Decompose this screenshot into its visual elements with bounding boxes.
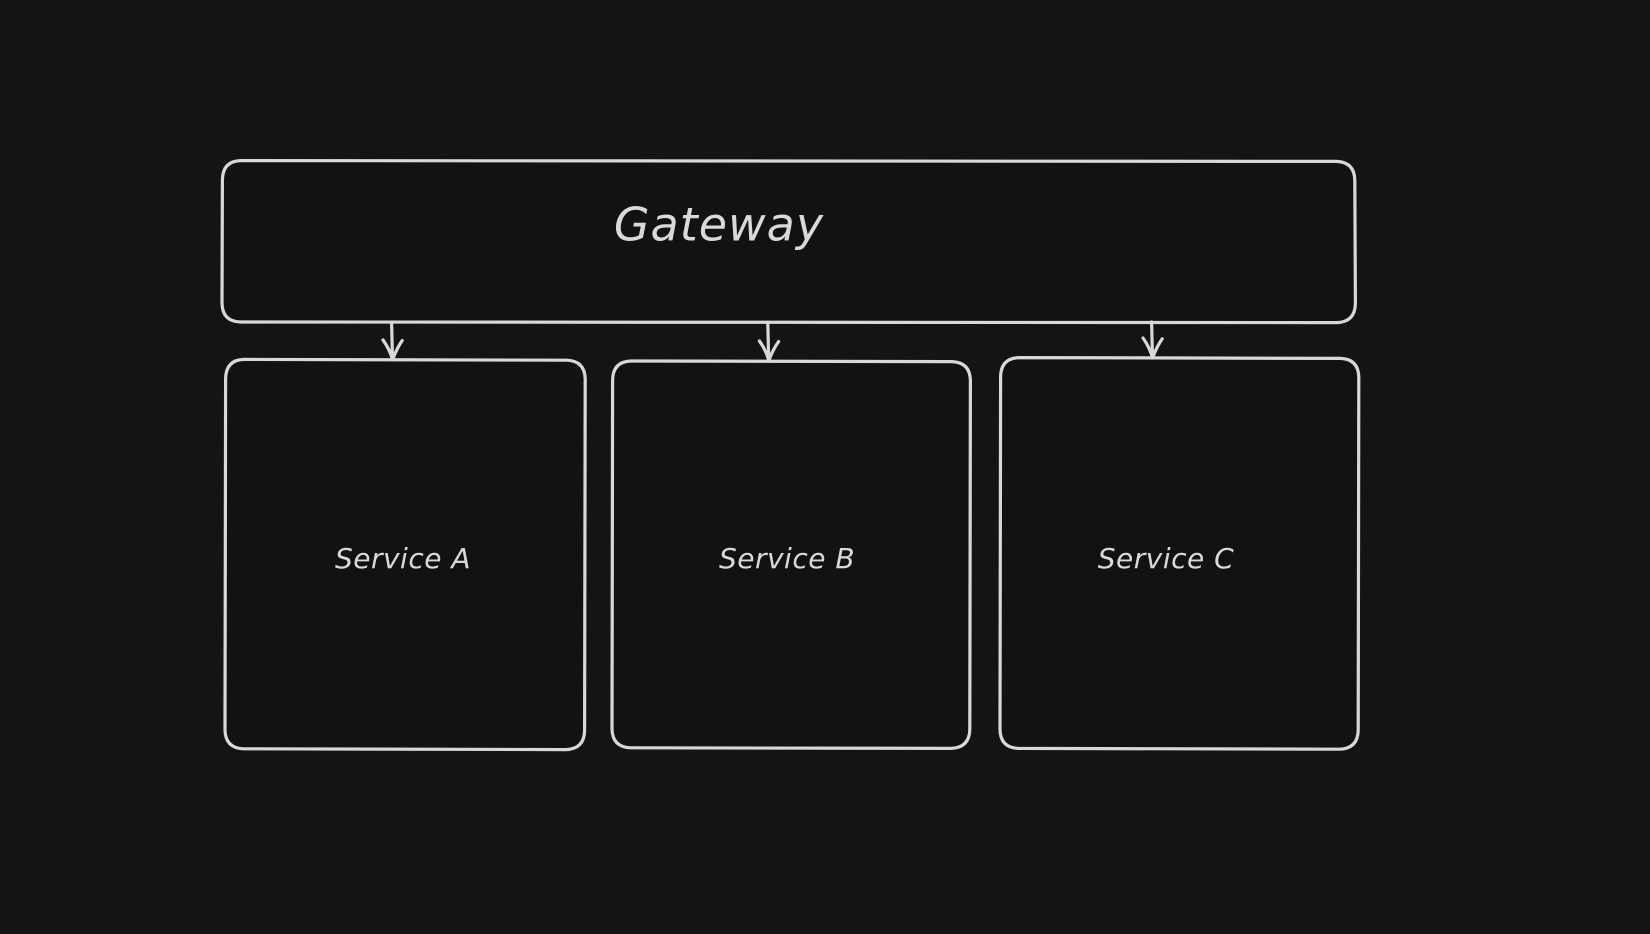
edge-gateway-service-b (757, 321, 781, 363)
edge-gateway-service-a (381, 320, 404, 362)
edge-line-gateway-service-a (390, 320, 394, 358)
gateway-box-outline (220, 159, 1357, 325)
node-service-c[interactable]: Service C (998, 356, 1361, 751)
edge-line-gateway-service-c (1150, 320, 1154, 356)
edge-line-gateway-service-b (766, 321, 771, 359)
arrowhead-down-service-a (381, 338, 404, 362)
node-service-b[interactable]: Service B (610, 359, 972, 750)
arrowhead-down-service-c (1141, 336, 1164, 360)
service-b-label: Service B (719, 542, 855, 575)
gateway-label: Gateway (614, 198, 824, 252)
service-c-label: Service C (1098, 542, 1234, 575)
service-c-box-outline (998, 356, 1361, 751)
service-b-box-outline (610, 359, 972, 750)
node-gateway[interactable]: Gateway (220, 159, 1357, 325)
service-a-label: Service A (335, 542, 471, 575)
node-service-a[interactable]: Service A (223, 357, 587, 752)
arrowhead-down-service-b (757, 339, 781, 363)
edge-gateway-service-c (1141, 320, 1164, 360)
service-a-box-outline (223, 357, 587, 752)
